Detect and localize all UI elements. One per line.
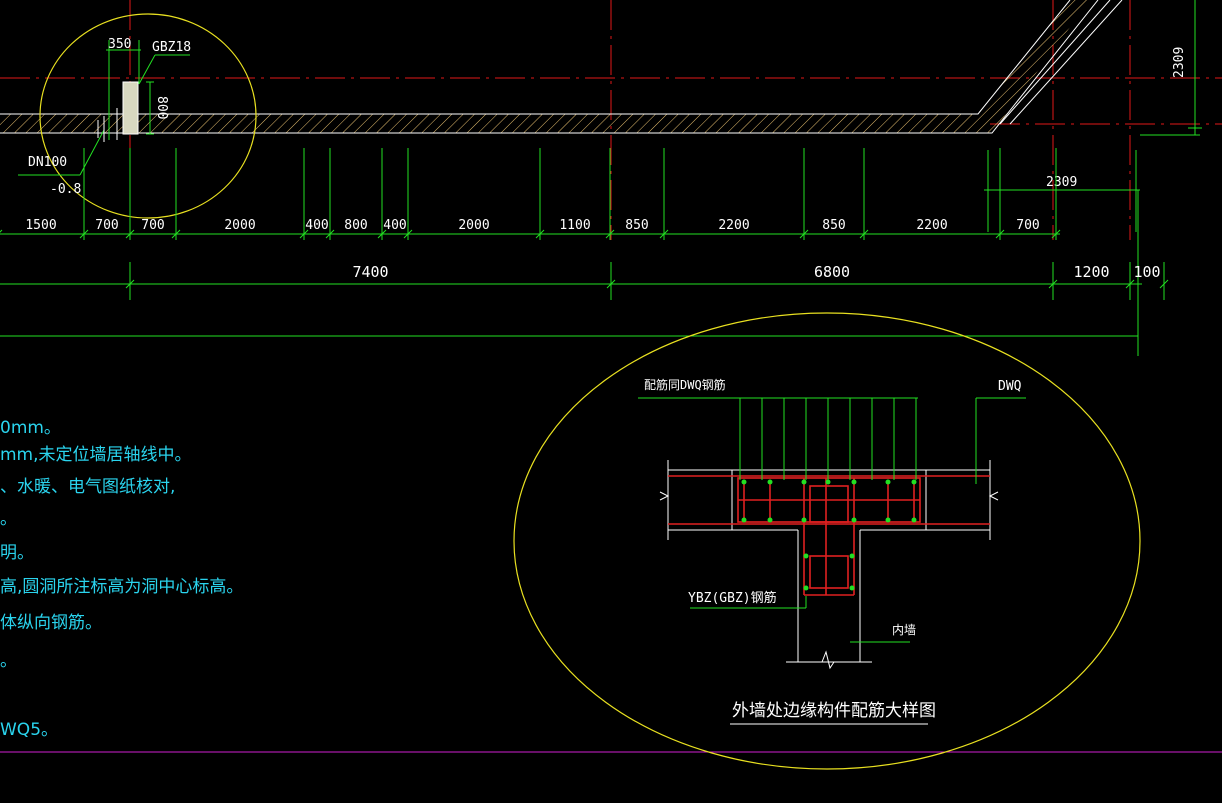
note-line: mm,未定位墙居轴线中。 [0,445,192,465]
dim-row2-label: 100 [1133,263,1160,281]
dim-row1-label: 1500 [25,218,56,233]
dim-row1-tick [1051,229,1061,239]
dim-2309-horizontal: 2309 [1046,175,1077,190]
dim-row2-tick [1048,279,1058,289]
dim-row1-tick [799,229,809,239]
note-line: 、水暖、电气图纸核对, [0,477,176,497]
detail-label-column: YBZ(GBZ)钢筋 [688,590,777,606]
dim-row1-label: 800 [344,218,367,233]
dim-row1-label: 2000 [458,218,489,233]
dim-row1-label: 2000 [224,218,255,233]
dim-row1-label: 850 [822,218,845,233]
dim-row1-label: 700 [141,218,164,233]
detail-label-inner-wall: 内墙 [892,623,916,637]
dim-row2-tick [1159,279,1169,289]
dim-row1-label: 1100 [559,218,590,233]
note-line: 高,圆洞所注标高为洞中心标高。 [0,577,244,597]
dim-row1-tick [605,229,615,239]
detail-ellipse [513,312,1141,770]
dim-row2-tick [125,279,135,289]
dim-row2-label: 1200 [1073,263,1109,281]
dim-row1-label: 700 [95,218,118,233]
dim-row1-tick [535,229,545,239]
top-detail-circle [39,13,257,219]
note-line: WQ5。 [0,720,59,740]
note-line: 0mm。 [0,418,61,438]
rebar-detail: 配筋同DWQ钢筋 DWQ YBZ(GBZ)钢筋 内墙 外墙处边缘构件配筋大样图 [513,312,1141,770]
note-line: 。 [0,509,17,529]
dim-row1-tick [377,229,387,239]
pipe-label: DN100 [28,155,67,170]
dim-row2-label: 6800 [814,263,850,281]
dim-row1-label: 400 [305,218,328,233]
dim-row1-tick [859,229,869,239]
dim-row1-tick [0,229,3,233]
dimension-row-2: 7400 6800 1200 100 [0,190,1169,356]
dim-row1-tick [171,229,181,239]
dim-2309-vertical: 2309 [1172,47,1187,78]
dim-350: 350 [108,37,131,52]
dim-row1-tick [125,229,135,239]
dim-row1-tick [995,229,1005,239]
detail-label-dwq: DWQ [998,379,1022,394]
right-dims: 2309 2309 [984,0,1202,232]
detail-title: 外墙处边缘构件配筋大样图 [732,701,936,721]
dim-row1-tick [403,229,413,239]
dim-row1-tick [325,229,335,239]
dim-row1-tick [299,229,309,239]
note-line: 明。 [0,543,34,563]
detail-label-left: 配筋同DWQ钢筋 [644,377,726,392]
dim-row1-label: 700 [1016,218,1039,233]
dim-row2-tick [606,279,616,289]
gbz18-tag: GBZ18 [152,40,191,55]
gbz18-column [122,81,139,135]
dim-row1-tick [79,229,89,239]
note-line: 体纵向钢筋。 [0,613,102,633]
note-line: 。 [0,651,17,671]
dim-row2-tick [1125,279,1135,289]
elevation-label: -0.8 [50,182,81,197]
dim-800: 800 [154,96,169,119]
dim-row1-label: 2200 [718,218,749,233]
dim-row1-label: 400 [383,218,406,233]
dim-row1-tick [659,229,669,239]
dim-row1-label: 850 [625,218,648,233]
dim-row1-label: 2200 [916,218,947,233]
dim-row2-label: 7400 [352,263,388,281]
dimension-row-1: 1500 700 700 2000 400 800 400 2000 1100 850 2200 85… [0,148,1061,240]
